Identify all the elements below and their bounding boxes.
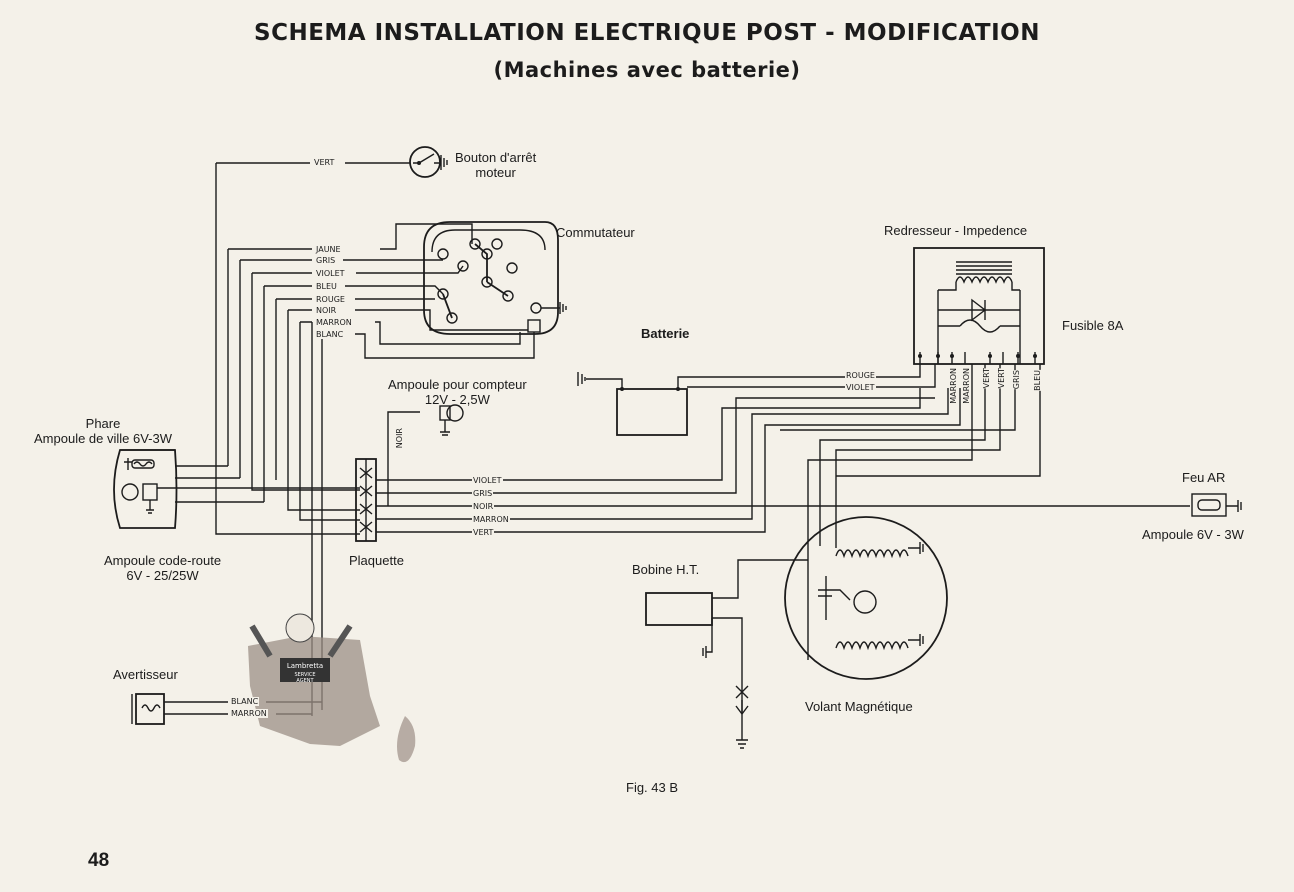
wire-label-batt-rouge: ROUGE: [845, 371, 876, 380]
wire-label-red-vert-2: VERT: [997, 368, 1006, 389]
wire-label-plaq-gris: GRIS: [472, 489, 494, 498]
meter-bulb-label: Ampoule pour compteur 12V - 2,5W: [388, 377, 527, 407]
tail-bulb-label: Ampoule 6V - 3W: [1142, 527, 1244, 542]
switch-body: [423, 221, 567, 335]
page-subtitle: (Machines avec batterie): [493, 58, 801, 82]
wire-label-gris: GRIS: [315, 256, 337, 265]
meter-bulb-label-line1: Ampoule pour compteur: [388, 377, 527, 392]
coil-label: Bobine H.T.: [632, 562, 700, 577]
meter-bulb-symbol: [439, 404, 464, 436]
ignition-coil-symbol: [645, 559, 808, 749]
figure-caption: Fig. 43 B: [626, 780, 679, 795]
rectifier-label: Redresseur - Impedence: [884, 223, 1028, 238]
emblem-line-2: SERVICE: [294, 672, 315, 678]
kill-switch-symbol: [216, 146, 448, 178]
wire-label-horn-blanc: BLANC: [230, 697, 260, 706]
emblem-line-3: AGENT: [296, 678, 314, 684]
wire-label-horn-marron: MARRON: [230, 709, 268, 718]
commutator-label: Commutateur: [556, 225, 635, 240]
headlight-label-line2: Ampoule de ville 6V-3W: [34, 431, 173, 446]
wire-label-noir: NOIR: [315, 306, 338, 315]
headlight-label-line1: Phare: [85, 416, 121, 431]
tail-light-label: Feu AR: [1182, 470, 1226, 485]
kill-switch-label-line1: Bouton d'arrêt: [455, 150, 537, 165]
wire-label-red-marron-1: MARRON: [949, 368, 958, 404]
wire-label-plaq-violet: VIOLET: [472, 476, 503, 485]
wire-label-red-bleu: BLEU: [1033, 370, 1042, 391]
terminal-block-symbol: [355, 458, 377, 542]
wire-label-batt-violet: VIOLET: [845, 383, 876, 392]
headlight-symbol: [113, 449, 178, 529]
code-bulb-label-line2: 6V - 25/25W: [126, 568, 199, 583]
wire-label-vert-top: VERT: [313, 158, 336, 167]
page-title: SCHEMA INSTALLATION ELECTRIQUE POST - MO…: [254, 20, 1040, 46]
terminal-block-label: Plaquette: [349, 553, 404, 568]
wire-label-compteur-noir: NOIR: [395, 428, 404, 449]
tail-light-symbol: [1191, 493, 1242, 517]
wire-label-rouge: ROUGE: [315, 295, 346, 304]
battery-symbol: [577, 364, 921, 436]
kill-switch-label-line2: moteur: [475, 165, 516, 180]
horn-label: Avertisseur: [113, 667, 178, 682]
battery-label: Batterie: [641, 326, 690, 341]
wire-label-plaq-marron: MARRON: [472, 515, 510, 524]
wire-label-red-marron-2: MARRON: [962, 368, 971, 404]
page-number: 48: [88, 850, 110, 871]
emblem-line-1: Lambretta: [287, 662, 323, 670]
meter-bulb-label-line2: 12V - 2,5W: [424, 392, 490, 407]
wire-label-bleu: BLEU: [315, 282, 338, 291]
magneto-symbol: [784, 516, 948, 680]
wire-label-plaq-vert: VERT: [472, 528, 495, 537]
fuse-label: Fusible 8A: [1062, 318, 1124, 333]
headlight-label: Phare Ampoule de ville 6V-3W: [34, 416, 172, 446]
magneto-label: Volant Magnétique: [805, 699, 913, 714]
wire-label-jaune: JAUNE: [315, 245, 342, 254]
kill-switch-label: Bouton d'arrêt moteur: [455, 150, 536, 180]
service-agent-emblem: Lambretta SERVICE AGENT: [248, 613, 416, 763]
code-bulb-label-line1: Ampoule code-route: [104, 553, 222, 568]
rectifier-box: [913, 247, 1045, 365]
wire-label-blanc: BLANC: [315, 330, 345, 339]
code-bulb-label: Ampoule code-route 6V - 25/25W: [104, 553, 221, 583]
wire-label-violet: VIOLET: [315, 269, 346, 278]
wire-label-marron: MARRON: [315, 318, 353, 327]
wire-label-red-vert-1: VERT: [982, 368, 991, 389]
wire-label-red-gris: GRIS: [1012, 370, 1021, 390]
horn-symbol: [131, 693, 165, 725]
wire-label-plaq-noir: NOIR: [472, 502, 495, 511]
